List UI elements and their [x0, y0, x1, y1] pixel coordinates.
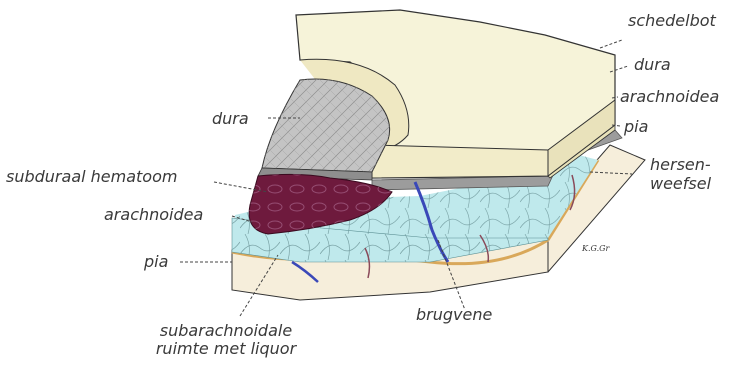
- label-pia-right: pia: [624, 118, 648, 136]
- label-brugvene: brugvene: [416, 306, 492, 324]
- label-subduraal-hematoom: subduraal hematoom: [6, 168, 177, 186]
- label-hersenweefsel-2: weefsel: [650, 175, 711, 193]
- label-arachnoidea-left: arachnoidea: [104, 206, 203, 224]
- label-arachnoidea-right: arachnoidea: [620, 88, 719, 106]
- artist-signature: K.G.Gr: [582, 244, 609, 253]
- label-schedelbot: schedelbot: [628, 12, 716, 30]
- label-pia-left: pia: [144, 253, 168, 271]
- label-subarachnoidale-2: ruimte met liquor: [126, 340, 326, 358]
- dura-flap: [258, 79, 390, 180]
- label-subarachnoidale-1: subarachnoidale: [126, 322, 326, 340]
- label-dura-left: dura: [212, 110, 249, 128]
- label-hersenweefsel-1: hersen-: [650, 156, 711, 174]
- label-dura-right: dura: [634, 56, 671, 74]
